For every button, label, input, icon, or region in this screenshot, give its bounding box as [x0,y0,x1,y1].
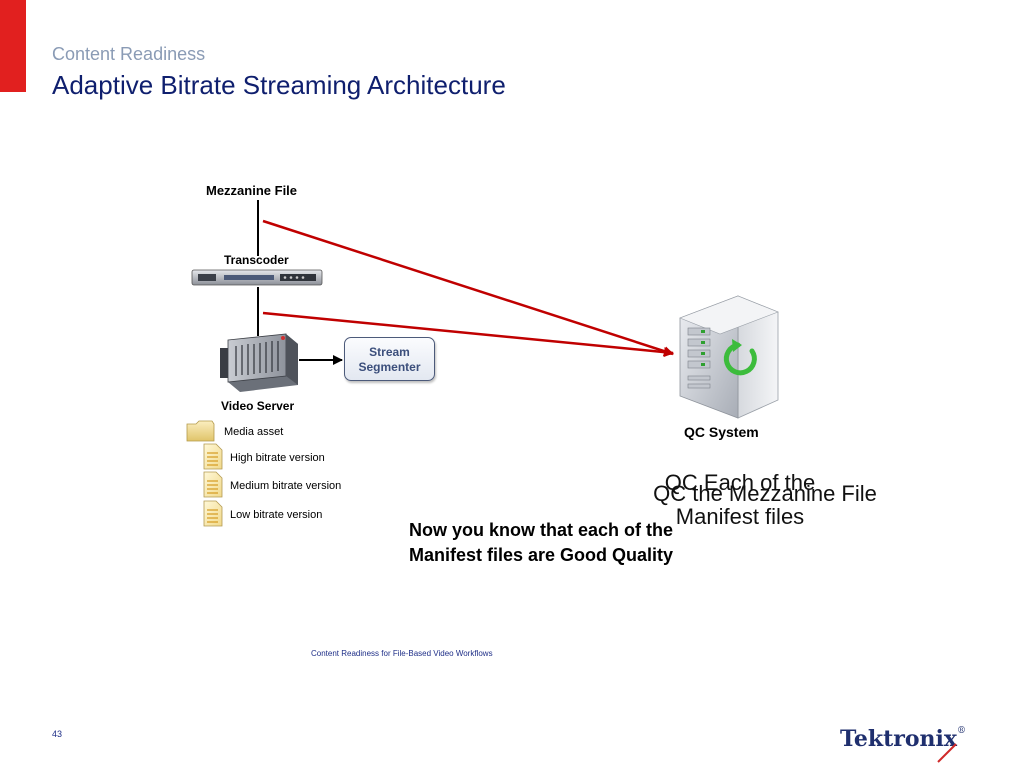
conclusion-message: Now you know that each of the Manifest f… [409,518,673,568]
qc-system-label: QC System [684,424,759,440]
stream-segmenter-box: Stream Segmenter [344,337,435,381]
qc-each-line-2: Manifest files [675,504,805,529]
qc-mezzanine-text: QC the Mezzanine File [653,481,877,506]
qc-arrow-mezzanine [262,219,674,356]
file-icon-medium [203,471,223,498]
logo-swoosh-icon [937,743,957,763]
qc-each-line-1: QC Each of the [664,470,816,495]
logo-text: Tektronix [840,726,957,752]
slide-title: Adaptive Bitrate Streaming Architecture [52,70,506,100]
file-icon-low [203,500,223,527]
file-icon-high [203,443,223,470]
segmenter-line-2: Segmenter [358,360,421,374]
conclusion-line-2: Manifest files are Good Quality [409,545,674,565]
video-server-icon [220,333,298,392]
media-asset-label: Media asset [224,426,284,438]
mezzanine-file-label: Mezzanine File [206,183,298,198]
transcoder-label: Transcoder [224,253,289,267]
conclusion-line-1: Now you know that each of the [409,520,674,540]
high-bitrate-label: High bitrate version [230,452,325,464]
slide-subtitle: Content Readiness [52,44,206,64]
folder-icon [186,420,215,442]
video-server-label: Video Server [221,399,295,413]
logo-mark: ® [956,726,966,736]
qc-check-icon [723,342,757,376]
segmenter-line-1: Stream [369,345,410,359]
transcoder-icon [191,269,323,286]
qc-system-icon [679,295,779,419]
qc-arrow-manifest [262,311,674,358]
accent-bar [0,0,26,92]
footer-caption: Content Readiness for File-Based Video W… [311,649,493,658]
page-number: 43 [52,729,63,739]
low-bitrate-label: Low bitrate version [230,509,323,521]
tektronix-logo: Tektronix® [840,726,966,752]
medium-bitrate-label: Medium bitrate version [230,480,342,492]
